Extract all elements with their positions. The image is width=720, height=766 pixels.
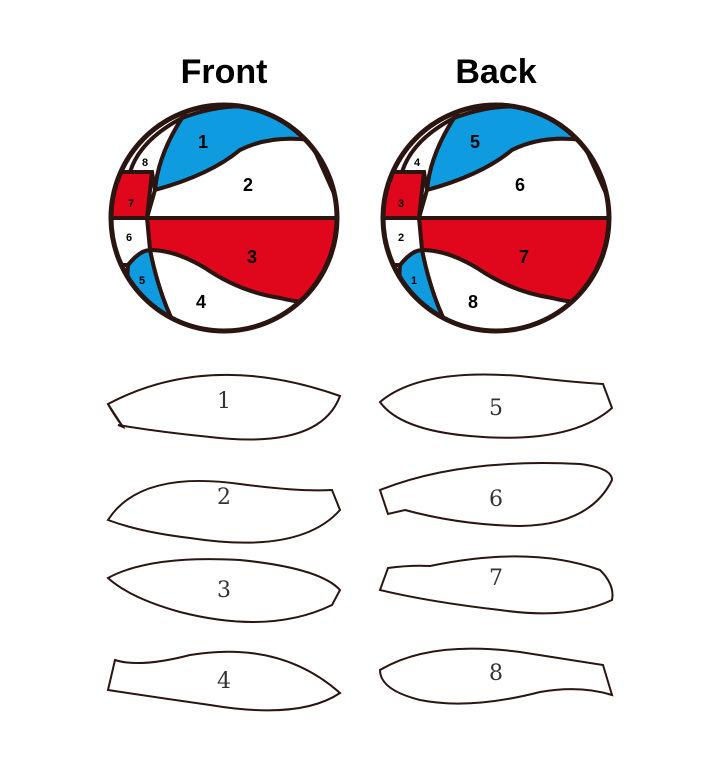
back-panel-6-label: 6 bbox=[515, 175, 525, 195]
piece-template-5: 5 bbox=[378, 373, 614, 439]
piece-label-6: 6 bbox=[489, 487, 503, 512]
back-ball-outline bbox=[380, 102, 612, 334]
front-panel-6-label: 6 bbox=[126, 232, 132, 244]
piece-label-2: 2 bbox=[217, 485, 231, 510]
front-panel-1-label: 1 bbox=[198, 132, 208, 152]
back-panel-4 bbox=[399, 112, 460, 191]
front-panel-4-label: 4 bbox=[196, 292, 206, 312]
piece-label-7: 7 bbox=[489, 566, 503, 591]
piece-template-4: 4 bbox=[106, 650, 342, 712]
front-title: Front bbox=[181, 53, 268, 91]
piece-label-1: 1 bbox=[217, 389, 231, 414]
piece-template-8: 8 bbox=[378, 647, 614, 705]
back-panel-4-label: 4 bbox=[414, 157, 421, 169]
piece-template-7: 7 bbox=[378, 555, 614, 615]
back-panel-1-label: 1 bbox=[411, 275, 417, 287]
back-ball: 5 6 7 8 1 2 3 4 bbox=[380, 102, 612, 334]
piece-label-5: 5 bbox=[489, 396, 503, 421]
piece-label-4: 4 bbox=[217, 669, 231, 694]
back-panel-5-label: 5 bbox=[470, 132, 480, 152]
back-panel-7-label: 7 bbox=[519, 247, 529, 267]
front-panel-2-label: 2 bbox=[243, 175, 253, 195]
back-panel-2-label: 2 bbox=[398, 232, 404, 244]
back-panel-8-label: 8 bbox=[468, 292, 478, 312]
piece-label-8: 8 bbox=[489, 661, 503, 686]
piece-label-3: 3 bbox=[217, 578, 231, 603]
front-panel-7-label: 7 bbox=[128, 198, 134, 210]
front-ball-outline bbox=[108, 102, 340, 334]
back-title: Back bbox=[455, 53, 536, 91]
piece-template-6: 6 bbox=[378, 462, 614, 528]
back-panel-3-label: 3 bbox=[398, 198, 404, 210]
piece-template-1: 1 bbox=[106, 373, 342, 441]
front-panel-5-label: 5 bbox=[139, 275, 145, 287]
front-panel-8 bbox=[127, 112, 188, 191]
front-ball: 1 2 3 4 5 6 7 8 bbox=[108, 102, 340, 334]
front-panel-8-label: 8 bbox=[142, 157, 148, 169]
piece-template-3: 3 bbox=[106, 558, 342, 623]
piece-template-2: 2 bbox=[106, 479, 342, 544]
front-panel-3-label: 3 bbox=[247, 247, 257, 267]
